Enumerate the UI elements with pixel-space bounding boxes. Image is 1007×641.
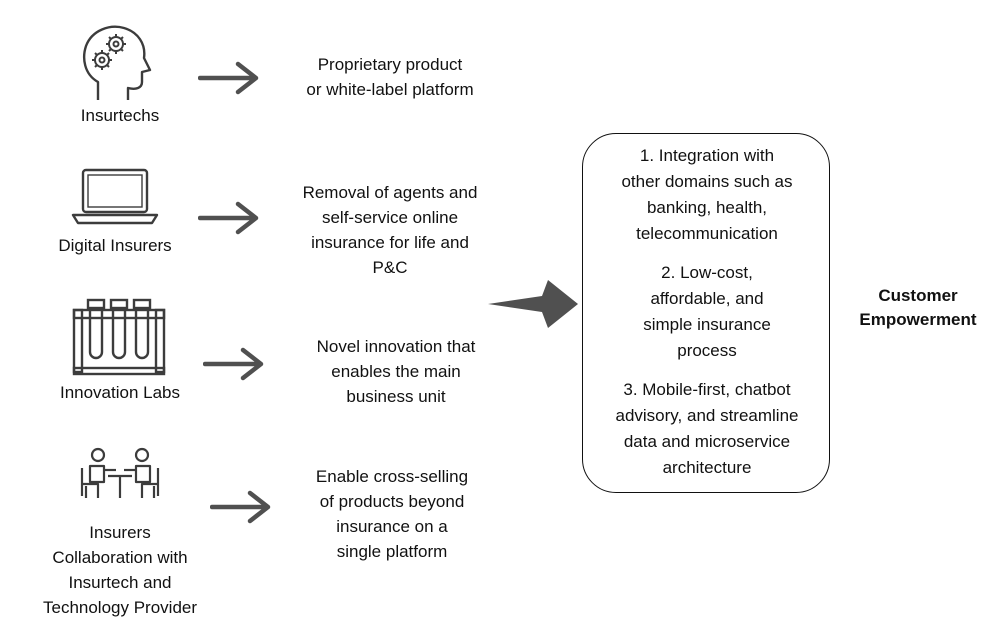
arrow-right-icon — [203, 347, 264, 381]
source-label-labs: Innovation Labs — [59, 383, 181, 402]
benefit-item-3: 3. Mobile-first, chatbot advisory, and s… — [615, 380, 799, 477]
source-label-insurtechs: Insurtechs — [80, 106, 160, 125]
benefit-item-1: 1. Integration with other domains such a… — [621, 146, 793, 243]
arrow-right-icon — [198, 61, 259, 95]
outcome-label: Customer Empowerment — [859, 286, 977, 329]
benefits-box: 1. Integration with other domains such a… — [582, 133, 830, 493]
arrow-right-icon — [210, 490, 271, 524]
benefit-item-2: 2. Low-cost, affordable, and simple insu… — [643, 263, 771, 360]
laptop-icon — [71, 168, 159, 225]
big-arrow-icon — [488, 280, 578, 328]
source-desc-insurtechs: Proprietary product or white-label platf… — [306, 55, 474, 99]
source-desc-digital: Removal of agents and self-service onlin… — [302, 183, 478, 277]
source-label-collab: Insurers Collaboration with Insurtech an… — [42, 523, 198, 617]
source-desc-collab: Enable cross-selling of products beyond … — [315, 467, 469, 561]
source-label-digital: Digital Insurers — [58, 236, 172, 255]
arrow-right-icon — [198, 201, 259, 235]
test-tubes-icon — [72, 298, 166, 376]
head-gears-icon — [83, 25, 152, 100]
meeting-icon — [80, 447, 160, 498]
source-desc-labs: Novel innovation that enables the main b… — [316, 337, 476, 406]
